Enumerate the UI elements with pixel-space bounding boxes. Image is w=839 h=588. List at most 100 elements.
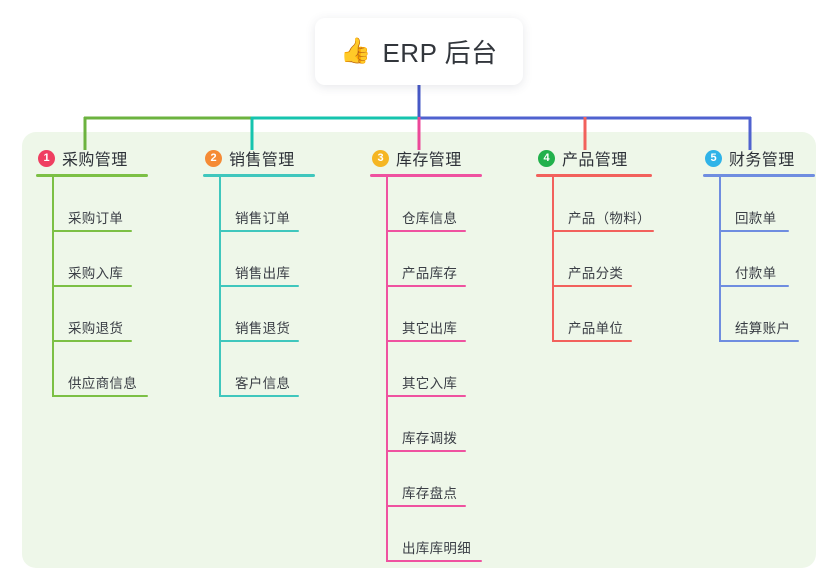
branch-item-label: 其它出库 [402, 321, 458, 336]
branch-title: 采购管理 [62, 152, 128, 169]
branch-title: 库存管理 [396, 152, 462, 169]
branch-item-list: 回款单付款单结算账户 [703, 177, 815, 342]
branch-item[interactable]: 付款单 [719, 232, 815, 287]
branch-item[interactable]: 采购入库 [52, 232, 148, 287]
branch-item-list: 产品（物料） 产品分类产品单位 [536, 177, 654, 342]
branch-title: 销售管理 [229, 152, 295, 169]
branch-item[interactable]: 产品库存 [386, 232, 482, 287]
branch-item-label: 客户信息 [235, 376, 291, 391]
branch-item-label: 产品分类 [568, 266, 624, 281]
branch-item-underline [386, 395, 466, 397]
branch-item-underline [52, 230, 132, 232]
branch-header-4[interactable]: 4 产品管理 [536, 146, 652, 170]
branch-item[interactable]: 产品（物料） [552, 177, 654, 232]
branch-number-badge: 2 [205, 149, 222, 167]
branch-item[interactable]: 采购订单 [52, 177, 148, 232]
branch-item[interactable]: 销售退货 [219, 287, 315, 342]
branch-item-underline [719, 340, 799, 342]
branch-item-label: 销售退货 [235, 321, 291, 336]
branch-item-list: 采购订单采购入库采购退货供应商信息 [36, 177, 148, 397]
branch-item[interactable]: 销售出库 [219, 232, 315, 287]
branch-number-badge: 3 [372, 149, 389, 167]
thumbs-up-icon: 👍 [340, 37, 372, 65]
branch-item-underline [219, 230, 299, 232]
branch-item-label: 产品库存 [402, 266, 458, 281]
branch-item[interactable]: 其它入库 [386, 342, 482, 397]
branch-item-underline [386, 340, 466, 342]
branch-item-label: 供应商信息 [68, 376, 137, 391]
branch-underline [536, 174, 652, 177]
branch-item-underline [52, 395, 148, 397]
branch-item-label: 库存盘点 [402, 486, 458, 501]
branch-item[interactable]: 出库库明细 [386, 507, 482, 562]
branch-spine-line [52, 177, 54, 397]
branch-spine-line [552, 177, 554, 342]
branch-item[interactable]: 库存调拨 [386, 397, 482, 452]
root-title: ERP 后台 [382, 38, 498, 68]
branch-spine-line [386, 177, 388, 562]
branch-item[interactable]: 产品单位 [552, 287, 652, 342]
branch-number-badge: 4 [538, 149, 555, 167]
branch-item-label: 回款单 [735, 211, 777, 226]
branch-item[interactable]: 其它出库 [386, 287, 482, 342]
branch-item[interactable]: 库存盘点 [386, 452, 482, 507]
branch-item-underline [52, 340, 132, 342]
branch-item-label: 库存调拨 [402, 431, 458, 446]
branch-item-underline [719, 285, 789, 287]
branch-item-underline [386, 285, 466, 287]
branch-item-label: 其它入库 [402, 376, 458, 391]
branch-item-label: 采购订单 [68, 211, 124, 226]
branch-header-2[interactable]: 2 销售管理 [203, 146, 315, 170]
branch-title: 产品管理 [562, 152, 628, 169]
branch-item-underline [386, 450, 466, 452]
branch-item[interactable]: 供应商信息 [52, 342, 148, 397]
branches-background-panel [22, 132, 816, 568]
branch-item-underline [719, 230, 789, 232]
branch-item[interactable]: 回款单 [719, 177, 815, 232]
branch-title: 财务管理 [729, 152, 795, 169]
branch-header-1[interactable]: 1 采购管理 [36, 146, 148, 170]
branch-underline [703, 174, 815, 177]
branch-underline [203, 174, 315, 177]
branch-item[interactable]: 客户信息 [219, 342, 315, 397]
branch-item-label: 采购退货 [68, 321, 124, 336]
branch-item[interactable]: 结算账户 [719, 287, 815, 342]
branch-column-1: 1 采购管理采购订单采购入库采购退货供应商信息 [36, 146, 148, 397]
branch-underline [36, 174, 148, 177]
branch-item-label: 出库库明细 [402, 541, 471, 556]
branch-item[interactable]: 产品分类 [552, 232, 652, 287]
branch-header-3[interactable]: 3 库存管理 [370, 146, 482, 170]
branch-item-label: 销售出库 [235, 266, 291, 281]
branch-item-underline [386, 560, 482, 562]
branch-number-badge: 1 [38, 149, 55, 167]
branch-item-label: 产品（物料） [568, 211, 651, 226]
branch-item-underline [386, 505, 466, 507]
branch-item-list: 仓库信息产品库存其它出库其它入库库存调拨库存盘点出库库明细 [370, 177, 482, 562]
branch-item-underline [386, 230, 466, 232]
branch-item-underline [552, 230, 654, 232]
branch-item-label: 销售订单 [235, 211, 291, 226]
branch-column-2: 2 销售管理销售订单销售出库销售退货客户信息 [203, 146, 315, 397]
branch-item-label: 采购入库 [68, 266, 124, 281]
branch-item-underline [552, 285, 632, 287]
branch-column-5: 5 财务管理回款单付款单结算账户 [703, 146, 815, 342]
branch-underline [370, 174, 482, 177]
branch-item-underline [552, 340, 632, 342]
root-node[interactable]: 👍 ERP 后台 [315, 18, 523, 85]
branch-spine-line [719, 177, 721, 342]
branch-spine-line [219, 177, 221, 397]
branch-item-underline [52, 285, 132, 287]
branch-column-3: 3 库存管理仓库信息产品库存其它出库其它入库库存调拨库存盘点出库库明细 [370, 146, 482, 562]
branch-number-badge: 5 [705, 149, 722, 167]
branch-item-label: 仓库信息 [402, 211, 458, 226]
branch-column-4: 4 产品管理产品（物料） 产品分类产品单位 [536, 146, 654, 342]
branch-item-underline [219, 340, 299, 342]
branch-item-list: 销售订单销售出库销售退货客户信息 [203, 177, 315, 397]
branch-item[interactable]: 仓库信息 [386, 177, 482, 232]
branch-item[interactable]: 销售订单 [219, 177, 315, 232]
branch-item-label: 产品单位 [568, 321, 624, 336]
branch-item-label: 结算账户 [735, 321, 791, 336]
branch-header-5[interactable]: 5 财务管理 [703, 146, 815, 170]
branch-item[interactable]: 采购退货 [52, 287, 148, 342]
